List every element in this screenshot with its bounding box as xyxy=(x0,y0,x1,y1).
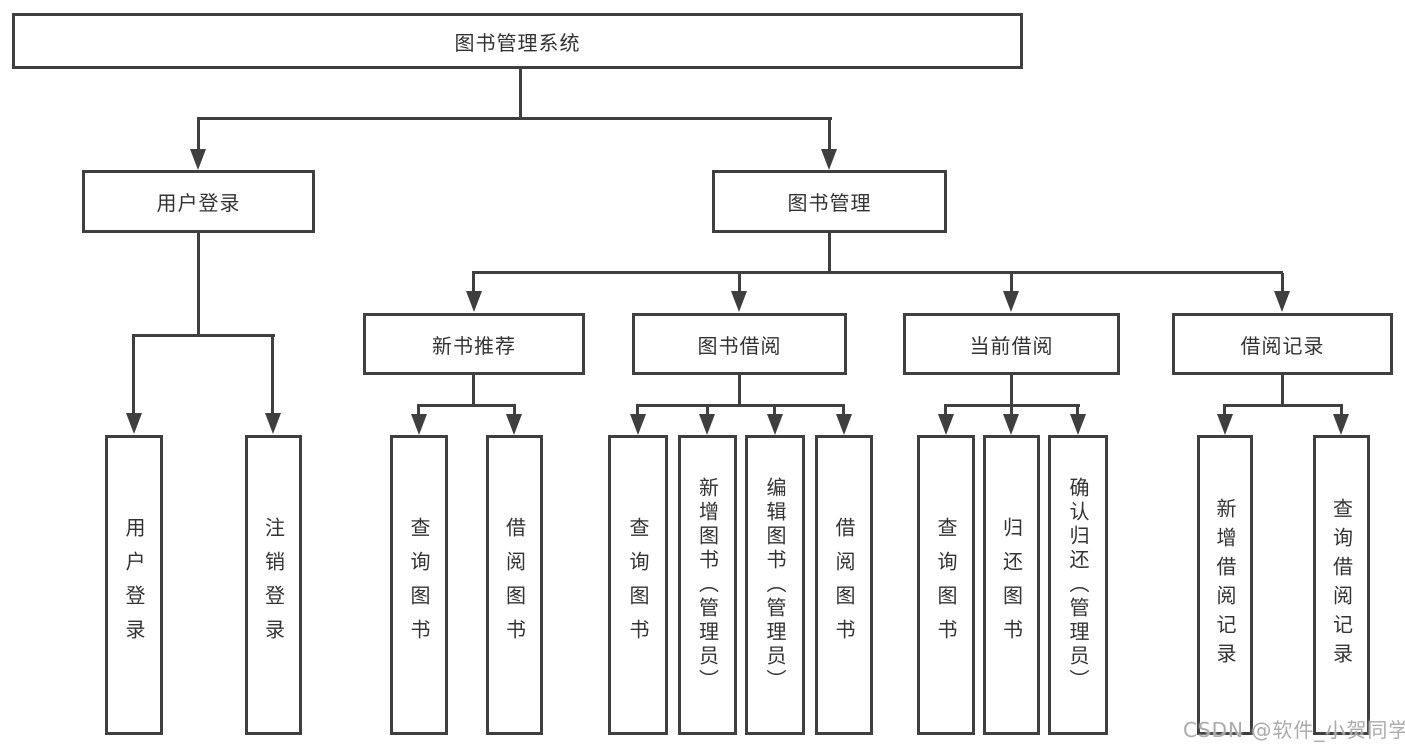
arrow-down-icon xyxy=(630,414,646,435)
connector-arrow-shaft xyxy=(1076,406,1079,418)
node-label: 图书管理 xyxy=(787,191,872,215)
leaf-label: 查询图书 xyxy=(407,517,431,653)
arrow-down-icon xyxy=(836,414,852,435)
leaf-label: 注销登录 xyxy=(261,517,286,653)
leaf-confirm-return-admin: 确认归还（管理员） xyxy=(1048,435,1108,735)
leaf-query-books-current: 查询图书 xyxy=(917,435,975,735)
connector-arrow-shaft xyxy=(944,406,947,418)
leaf-logout: 注销登录 xyxy=(245,435,302,735)
leaf-label: 借阅图书 xyxy=(832,517,856,653)
leaf-label: 新增图书（管理员） xyxy=(695,477,720,693)
node-borrow-records: 借阅记录 xyxy=(1172,313,1393,375)
arrow-down-icon xyxy=(699,414,715,435)
connector-arrow-shaft xyxy=(1010,273,1013,293)
connector-arrow-shaft xyxy=(271,336,274,415)
arrow-down-icon xyxy=(1274,291,1290,312)
leaf-borrow-books: 借阅图书 xyxy=(815,435,873,735)
node-user-login: 用户登录 xyxy=(82,170,315,233)
leaf-label: 查询借阅记录 xyxy=(1329,498,1354,672)
arrow-down-icon xyxy=(1070,414,1086,435)
connector-userlogin-branch xyxy=(132,334,275,337)
connector-arrow-shaft xyxy=(828,117,831,152)
connector-root-stem xyxy=(519,69,522,118)
arrow-down-icon xyxy=(506,414,522,435)
arrow-down-icon xyxy=(938,414,954,435)
arrow-down-icon xyxy=(411,414,427,435)
leaf-add-borrow-record: 新增借阅记录 xyxy=(1197,435,1253,735)
leaf-borrow-books-recommend: 借阅图书 xyxy=(486,435,543,735)
connector-arrow-shaft xyxy=(513,406,516,418)
arrow-down-icon xyxy=(466,291,482,312)
connector-arrow-shaft xyxy=(1281,273,1284,293)
arrow-down-icon xyxy=(265,413,281,434)
node-label: 图书管理系统 xyxy=(454,30,581,55)
arrow-down-icon xyxy=(190,149,206,170)
leaf-label: 借阅图书 xyxy=(502,517,527,653)
leaf-edit-book-admin: 编辑图书（管理员） xyxy=(745,435,805,735)
arrow-down-icon xyxy=(1333,414,1349,435)
leaf-user-login: 用户登录 xyxy=(105,435,163,735)
connector-arrow-shaft xyxy=(636,406,639,418)
node-label: 当前借阅 xyxy=(969,333,1054,358)
connector-arrow-shaft xyxy=(472,273,475,293)
node-label: 新书推荐 xyxy=(432,333,516,358)
connector-records-branch xyxy=(1223,404,1343,407)
leaf-label: 新增借阅记录 xyxy=(1213,498,1237,672)
connector-currentborrow-stem xyxy=(1010,375,1013,406)
connector-bookborrow-stem xyxy=(738,375,741,406)
arrow-down-icon xyxy=(1003,291,1019,312)
connector-arrow-shaft xyxy=(417,406,420,418)
node-current-borrow: 当前借阅 xyxy=(903,313,1120,375)
connector-arrow-shaft xyxy=(706,406,709,418)
arrow-down-icon xyxy=(767,414,783,435)
connector-recommend-branch xyxy=(417,404,516,407)
connector-bookmgmt-stem xyxy=(828,232,831,273)
leaf-label: 确认归还（管理员） xyxy=(1066,477,1090,693)
leaf-label: 用户登录 xyxy=(122,517,146,653)
connector-arrow-shaft xyxy=(197,117,200,152)
connector-level2-branch xyxy=(197,117,832,120)
connector-userlogin-stem xyxy=(197,233,200,336)
connector-arrow-shaft xyxy=(1223,406,1226,418)
connector-arrow-shaft xyxy=(842,406,845,418)
arrow-down-icon xyxy=(731,291,747,312)
node-new-book-recommend: 新书推荐 xyxy=(363,313,585,375)
node-label: 借阅记录 xyxy=(1240,333,1325,358)
leaf-add-book-admin: 新增图书（管理员） xyxy=(678,435,737,735)
connector-level3-branch xyxy=(472,271,1283,274)
leaf-query-borrow-record: 查询借阅记录 xyxy=(1313,435,1370,735)
connector-arrow-shaft xyxy=(738,273,741,293)
connector-arrow-shaft xyxy=(132,336,135,415)
node-library-management-system: 图书管理系统 xyxy=(12,13,1023,69)
connector-arrow-shaft xyxy=(1340,406,1343,418)
node-label: 图书借阅 xyxy=(697,333,782,358)
arrow-down-icon xyxy=(1003,414,1019,435)
connector-arrow-shaft xyxy=(773,406,776,418)
watermark: CSDN @软件_小贺同学 xyxy=(1183,718,1405,742)
leaf-label: 查询图书 xyxy=(626,517,650,653)
connector-bookborrow-branch xyxy=(636,404,845,407)
arrow-down-icon xyxy=(1217,414,1233,435)
connector-currentborrow-branch xyxy=(944,404,1080,407)
leaf-label: 编辑图书（管理员） xyxy=(763,477,787,693)
leaf-label: 查询图书 xyxy=(934,517,958,653)
leaf-return-books: 归还图书 xyxy=(983,435,1040,735)
leaf-query-books-borrow: 查询图书 xyxy=(608,435,668,735)
node-book-borrow: 图书借阅 xyxy=(632,313,847,375)
leaf-query-books-recommend: 查询图书 xyxy=(390,435,448,735)
connector-arrow-shaft xyxy=(1010,406,1013,418)
node-label: 用户登录 xyxy=(156,191,241,215)
node-book-management: 图书管理 xyxy=(712,170,947,233)
arrow-down-icon xyxy=(821,149,837,170)
arrow-down-icon xyxy=(126,413,142,434)
connector-records-stem xyxy=(1281,375,1284,406)
connector-recommend-stem xyxy=(472,375,475,406)
leaf-label: 归还图书 xyxy=(999,517,1024,653)
